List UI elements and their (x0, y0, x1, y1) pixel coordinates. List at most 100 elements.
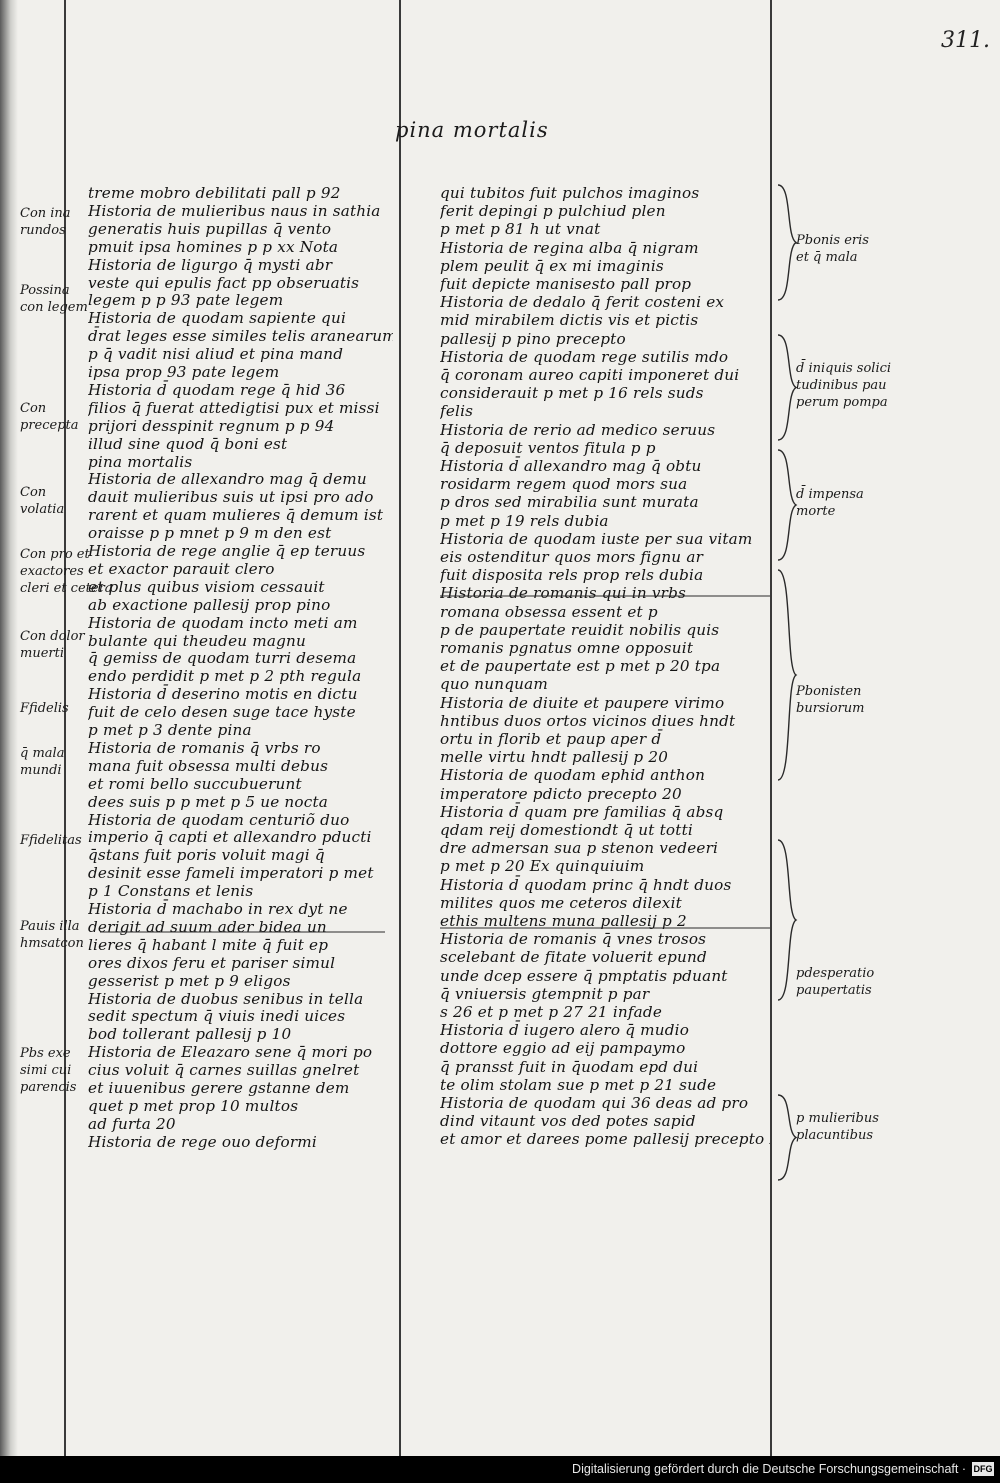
text-line: d̄rat leges esse similes telis aranearum (88, 327, 393, 346)
margin-note: precepta (20, 418, 79, 433)
margin-note: Possina (20, 283, 70, 298)
text-line: mid mirabilem dictis vis et pictis (440, 311, 699, 330)
text-line: sedit spectum q̄ viuis inedi uices (88, 1007, 346, 1026)
margin-note: pdesperatio (796, 966, 875, 981)
margin-note: q̄ mala (20, 746, 65, 761)
margin-note: muerti (20, 646, 64, 661)
text-line: p met p 19 rels dubia (440, 511, 609, 530)
margin-note: placuntibus (796, 1128, 874, 1143)
brace-mark (777, 449, 798, 561)
text-line: scelebant de fitate voluerit epund (440, 948, 707, 967)
margin-note: hmsatcon (20, 936, 84, 951)
text-line: et iuuenibus gerere gstanne dem (88, 1079, 350, 1097)
text-line: Historia de allexandro mag q̄ demu (88, 470, 367, 489)
text-line: Historia d̄ iugero alero q̄ mudio (440, 1021, 690, 1040)
text-line: Historia de romanis q̄ vnes trosos (440, 930, 707, 949)
text-line: eis ostenditur quos mors fignu ar (440, 548, 704, 566)
margin-note: cleri et cetera (20, 581, 113, 596)
text-line: dauit mulieribus suis ut ipsi pro ado (88, 488, 374, 507)
margin-note: Con pro et (20, 547, 90, 562)
text-line: cius voluit q̄ carnes suillas gnelret (88, 1061, 360, 1080)
text-line: desinit esse fameli imperatori p met (88, 864, 374, 883)
text-line: imperio q̄ capti et allexandro pducti (88, 828, 372, 847)
margin-note: morte (796, 504, 836, 519)
text-line: hntibus duos ortos vicinos diues hndt (440, 711, 736, 730)
text-line: Historia d̄ deserino motis en dictu (88, 685, 358, 704)
text-line: dre admersan sua p stenon vedeeri (440, 839, 719, 858)
text-line: dees suis p p met p 5 ue nocta (88, 792, 329, 811)
text-line: milites quos me ceteros dilexit (440, 893, 682, 912)
text-line: Historia de dedalo q̄ ferit costeni ex (440, 293, 725, 312)
text-line: illud sine quod q̄ boni est (88, 434, 288, 453)
margin-note: Pauis illa (20, 919, 80, 934)
text-line: fuit disposita rels prop rels dubia (440, 566, 704, 585)
text-line: q̄ gemiss de quodam turri desema (88, 649, 357, 668)
margin-note: Pbonisten (796, 684, 862, 699)
margin-note: mundi (20, 763, 62, 778)
text-line: Historia d̄ quam pre familias q̄ absq (440, 802, 724, 821)
margin-note: Pbonis eris (796, 233, 869, 248)
ruling-line-center (399, 0, 401, 1456)
text-line: imperatore pdicto precepto 20 (440, 784, 682, 803)
text-line: Historia de diuite et paupere virimo (440, 693, 725, 712)
text-line: Historia de quodam incto meti am (88, 613, 358, 632)
margin-note: paupertatis (796, 983, 872, 998)
text-line: Historia de ligurgo q̄ mysti abr (88, 255, 333, 274)
margin-note: d̄ iniquis solici (796, 361, 892, 376)
brace-mark (777, 184, 798, 301)
text-line: p dros sed mirabilia sunt murata (440, 493, 699, 512)
text-line: fuit de celo desen suge tace hyste (88, 703, 356, 722)
text-line: ortu in florib et paup aper d̄ (440, 730, 662, 748)
margin-note: Con (20, 485, 47, 500)
text-line: q̄ coronam aureo capiti imponeret dui (440, 366, 740, 384)
margin-note: rundos (20, 223, 66, 238)
footer-credit: Digitalisierung gefördert durch die Deut… (572, 1462, 966, 1476)
text-line: qui tubitos fuit pulchos imaginos (440, 184, 700, 202)
text-line: Historia de quodam qui 36 deas ad pro (440, 1094, 749, 1112)
text-line: prijori desspinit regnum p p 94 (88, 416, 335, 435)
margin-note: Ffidelitas (20, 833, 82, 848)
text-line: Historia de quodam rege sutilis mdo (440, 347, 729, 366)
text-line: Historia d̄ allexandro mag q̄ obtu (440, 457, 702, 475)
text-line: Historia d̄ quodam princ q̄ hndt duos (440, 875, 732, 894)
text-line: qdam reij domestiondt q̄ ut totti (440, 821, 693, 839)
text-line: veste qui epulis fact pp obseruatis (88, 273, 360, 292)
text-line: q̄ pransst fuit in q̄uodam epd dui (440, 1057, 699, 1076)
text-line: q̄ vniuersis gtempnit p par (440, 984, 650, 1003)
text-line: et romi bello succubuerunt (88, 774, 302, 793)
brace-mark (777, 569, 798, 781)
text-line: Historia de rege anglie q̄ ep teruus (88, 542, 366, 560)
text-line: romanis pgnatus omne opposuit (440, 639, 694, 657)
text-line: Historia de rerio ad medico seruus (440, 420, 716, 439)
ruling-line-right (770, 0, 772, 1456)
margin-note: con legem (20, 300, 88, 315)
text-line: ferit depingi p pulchiud plen (440, 202, 666, 221)
footer-bar: Digitalisierung gefördert durch die Deut… (0, 1456, 1000, 1483)
dfg-logo: DFG (972, 1462, 994, 1476)
text-line: lieres q̄ habant l mite q̄ fuit ep (88, 935, 329, 954)
text-line: p met p 81 h ut vnat (440, 220, 601, 239)
text-line: rosidarm regem quod mors sua (440, 475, 688, 494)
text-line: Historia de rege ouo deformi (88, 1132, 317, 1151)
text-line: Historia de duobus senibus in tella (88, 989, 364, 1008)
folio-number: 311. (941, 28, 990, 53)
text-line: p q̄ vadit nisi aliud et pina mand (88, 345, 344, 364)
text-line: te olim stolam sue p met p 21 sude (440, 1075, 717, 1094)
text-line: Historia d̄ machabo in rex dyt ne (88, 900, 348, 918)
text-line: filios q̄ fuerat attedigtisi pux et miss… (88, 398, 380, 417)
text-line: derigit ad suum ader bidea un (88, 917, 327, 936)
margin-note: Con ina (20, 206, 71, 221)
text-line: dottore eggio ad eij pampaymo (440, 1039, 686, 1058)
text-line: legem p p 93 pate legem (88, 291, 284, 310)
text-line: p met p 3 dente pina (88, 721, 252, 739)
text-line: Historia de romanis q̄ vrbs ro (88, 738, 321, 757)
text-line: ab exactione pallesij prop pino (88, 595, 331, 614)
margin-note: perum pompa (796, 395, 888, 410)
brace-mark (777, 1094, 798, 1181)
text-line: generatis huis pupillas q̄ vento (88, 219, 332, 238)
text-line: Historia de quodam ephid anthon (440, 766, 706, 785)
margin-note: et q̄ mala (796, 250, 858, 265)
text-line: Historia de regina alba q̄ nigram (440, 238, 699, 257)
text-line: Historia de Eleazaro sene q̄ mori po (88, 1043, 373, 1062)
text-line: q̄stans fuit poris voluit magi q̄ (88, 846, 325, 865)
